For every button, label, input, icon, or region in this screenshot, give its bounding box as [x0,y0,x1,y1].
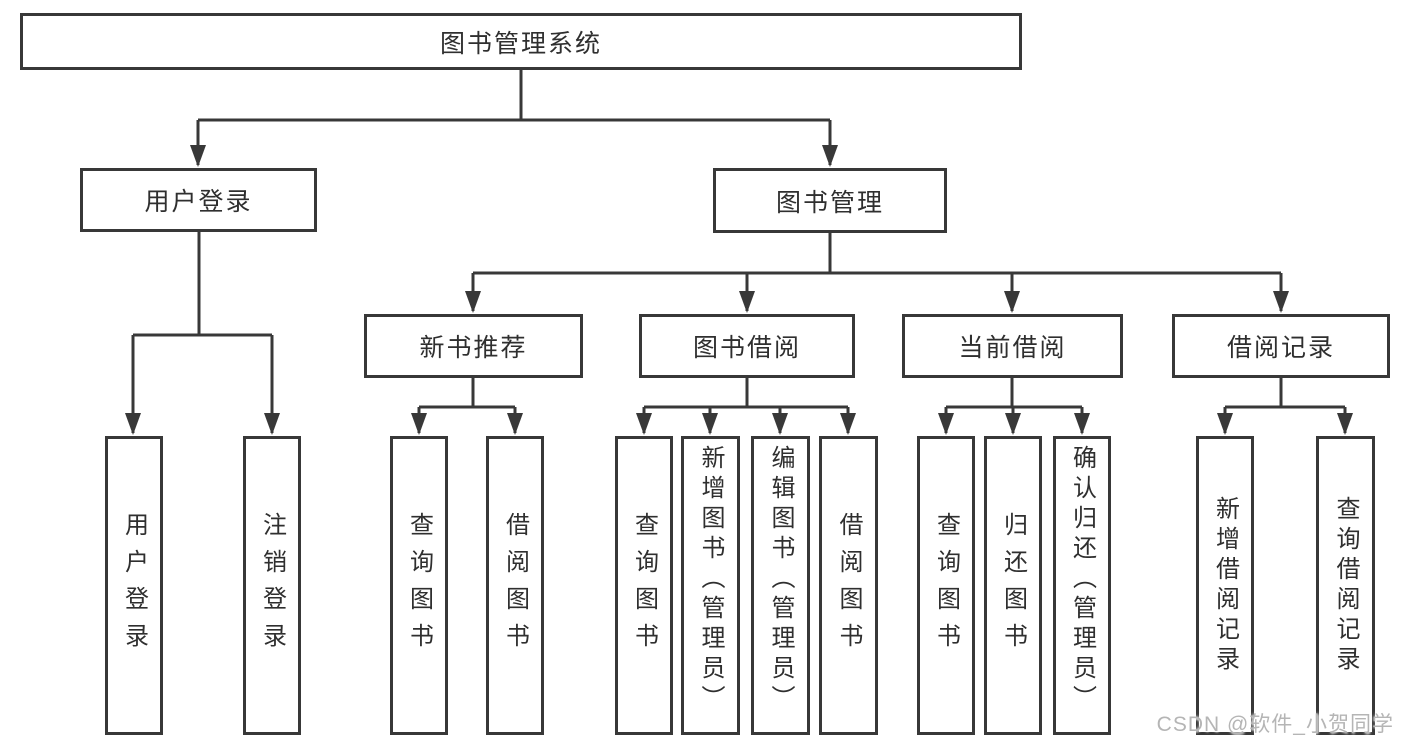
node-book-management-system: 图书管理系统 [20,13,1022,70]
leaf-label: 确认归还（管理员） [1068,445,1096,715]
node-book-management: 图书管理 [713,168,947,233]
leaf-label: 用户登录 [120,511,148,660]
leaf-borrow-books-recommend: 借阅图书 [486,436,544,735]
leaf-query-books-recommend: 查询图书 [390,436,448,735]
leaf-label: 新增图书（管理员） [697,445,724,715]
leaf-return-books: 归还图书 [984,436,1042,735]
node-label: 图书管理系统 [439,29,602,58]
leaf-add-borrow-record: 新增借阅记录 [1196,436,1254,735]
leaf-confirm-return-admin: 确认归还（管理员） [1053,436,1111,735]
leaf-borrow-books-borrowing: 借阅图书 [819,436,878,735]
leaf-query-books-current: 查询图书 [917,436,975,735]
node-label: 图书借阅 [692,334,801,362]
leaf-label: 编辑图书（管理员） [767,445,794,715]
node-book-borrowing: 图书借阅 [639,314,855,378]
leaf-query-borrow-record: 查询借阅记录 [1316,436,1375,735]
node-label: 图书管理 [775,188,884,217]
node-label: 借阅记录 [1226,334,1335,362]
leaf-add-book-admin: 新增图书（管理员） [681,436,740,735]
leaf-label: 借阅图书 [835,511,862,660]
leaf-label: 新增借阅记录 [1211,495,1239,676]
leaf-label: 查询图书 [630,511,658,660]
node-label: 新书推荐 [419,334,528,362]
csdn-watermark: CSDN @软件_小贺同学 [1156,713,1394,736]
node-label: 当前借阅 [958,334,1067,362]
node-user-login: 用户登录 [80,168,317,232]
leaf-user-login: 用户登录 [105,436,163,735]
leaf-query-books-borrowing: 查询图书 [615,436,673,735]
node-borrowing-records: 借阅记录 [1172,314,1390,378]
leaf-label: 归还图书 [999,511,1027,660]
leaf-label: 注销登录 [258,511,286,660]
leaf-logout: 注销登录 [243,436,301,735]
node-label: 用户登录 [144,188,253,216]
leaf-edit-book-admin: 编辑图书（管理员） [751,436,810,735]
leaf-label: 查询图书 [405,511,433,660]
leaf-label: 查询借阅记录 [1332,495,1359,676]
leaf-label: 借阅图书 [501,511,529,660]
leaf-label: 查询图书 [932,511,960,660]
node-current-borrowing: 当前借阅 [902,314,1123,378]
node-new-book-recommend: 新书推荐 [364,314,583,378]
